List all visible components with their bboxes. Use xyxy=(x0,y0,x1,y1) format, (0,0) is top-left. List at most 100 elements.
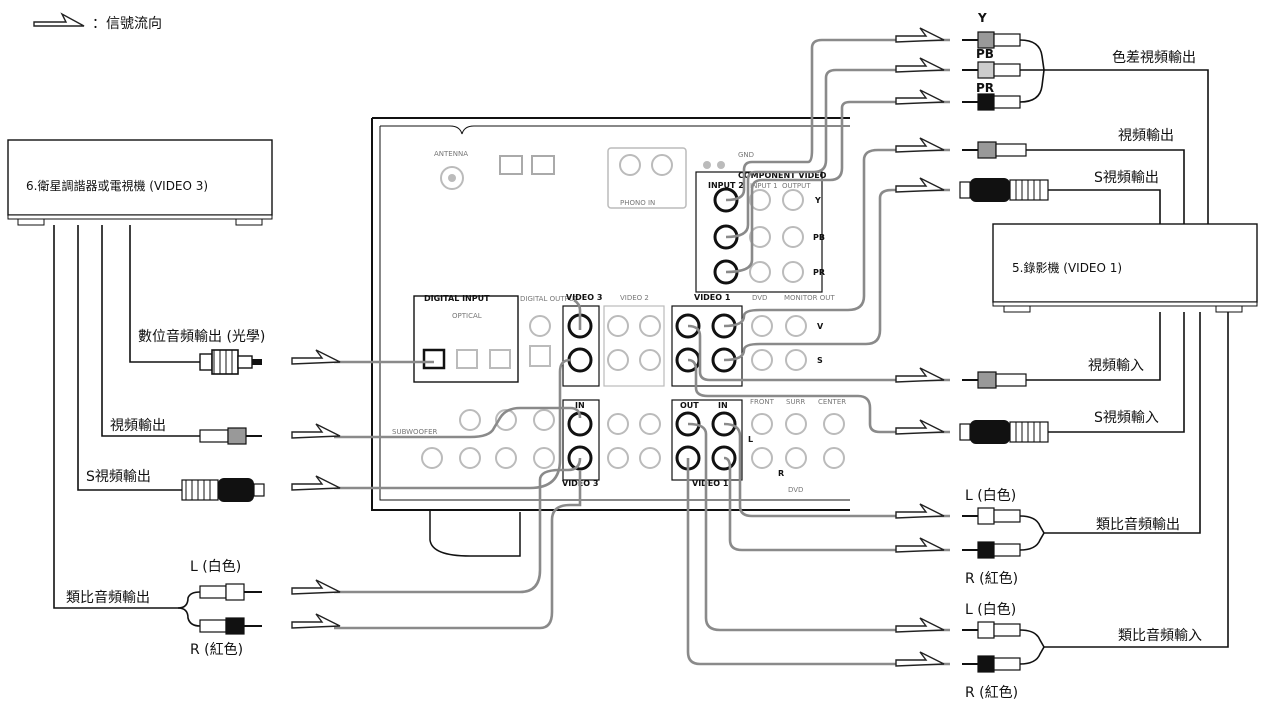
panel-label-monitor-out: MONITOR OUT xyxy=(784,294,835,302)
signal-arrow-icon xyxy=(291,423,341,439)
optical-plug-icon xyxy=(199,349,262,375)
panel-label-gnd: GND xyxy=(738,151,754,159)
signal-arrows xyxy=(291,27,945,667)
receiver-rear-panel: ANTENNA PHONO IN GND COMPONENT VIDEO INP… xyxy=(371,117,850,557)
rca-plug-icon xyxy=(962,371,1027,389)
rca-plug-icon xyxy=(199,427,262,445)
label-r-red-left: R (紅色) xyxy=(190,641,243,658)
rca-plug-white-icon xyxy=(199,583,262,601)
right-connectors xyxy=(959,31,1049,673)
right-device-wires xyxy=(1019,39,1229,665)
signal-arrow-icon xyxy=(895,367,945,383)
panel-label-input2: INPUT 2 xyxy=(708,181,744,190)
signal-arrow-icon xyxy=(895,503,945,519)
rca-plug-white-icon xyxy=(962,621,1021,639)
panel-label-l: L xyxy=(748,435,753,444)
panel-label-dvd-bottom: DVD xyxy=(788,486,803,494)
s-video-plug-icon xyxy=(959,420,1049,444)
signal-arrow-icon xyxy=(291,349,341,365)
label-component-out: 色差視頻輸出 xyxy=(1112,49,1196,66)
label-pr: PR xyxy=(976,81,994,95)
signal-arrow-icon xyxy=(33,12,85,27)
panel-label-component-video: COMPONENT VIDEO xyxy=(738,171,827,180)
signal-arrow-icon xyxy=(895,89,945,105)
signal-arrow-icon xyxy=(895,137,945,153)
panel-label-video2: VIDEO 2 xyxy=(620,294,649,302)
panel-label-surr: SURR xyxy=(786,398,805,406)
label-l-white-right-2: L (白色) xyxy=(965,601,1016,618)
rca-plug-red-icon xyxy=(962,655,1021,673)
panel-label-video1: VIDEO 1 xyxy=(694,293,731,302)
signal-arrow-icon xyxy=(291,579,341,595)
am-terminal xyxy=(499,155,523,175)
panel-label-pr: PR xyxy=(813,268,825,277)
left-device-wires xyxy=(53,225,201,627)
label-video-in-right: 視頻輸入 xyxy=(1088,358,1144,374)
s-video-plug-icon xyxy=(181,478,265,502)
rca-plug-red-icon xyxy=(962,541,1021,559)
legend: ：信號流向 xyxy=(33,12,162,32)
rca-plug-icon xyxy=(962,93,1021,111)
satellite-tuner-device: 6.衛星調諧器或電視機 (VIDEO 3) xyxy=(7,139,273,226)
panel-label-in: IN xyxy=(575,401,585,410)
rca-plug-white-icon xyxy=(962,507,1021,525)
panel-label-front: FRONT xyxy=(750,398,775,406)
rca-plug-icon xyxy=(962,31,1021,49)
panel-label-y: Y xyxy=(814,196,821,205)
label-s-video-out-right: S視頻輸出 xyxy=(1094,170,1159,186)
am-terminal xyxy=(531,155,555,175)
signal-arrow-icon xyxy=(895,651,945,667)
signal-cables xyxy=(334,38,950,666)
panel-label-optical: OPTICAL xyxy=(452,312,482,320)
label-video-out-left: 視頻輸出 xyxy=(110,418,166,434)
right-labels: Y PB PR 色差視頻輸出 視頻輸出 S視頻輸出 視頻輸入 S視頻輸入 L (… xyxy=(965,11,1202,701)
phono-r-jack xyxy=(619,154,641,176)
panel-label-v: V xyxy=(817,322,824,331)
panel-foot xyxy=(429,510,521,557)
label-s-video-out-left: S視頻輸出 xyxy=(86,469,151,485)
signal-arrow-icon xyxy=(895,27,945,43)
panel-label-subwoofer: SUBWOOFER xyxy=(392,428,438,436)
label-analog-audio-out-right: 類比音頻輸出 xyxy=(1096,516,1180,533)
panel-label-dvd: DVD xyxy=(752,294,767,302)
optical-input-1-port xyxy=(456,349,478,369)
rca-plug-red-icon xyxy=(199,617,262,635)
phono-l-jack xyxy=(651,154,673,176)
signal-arrow-icon xyxy=(895,537,945,553)
legend-text: ：信號流向 xyxy=(92,16,162,32)
label-r-red-right-1: R (紅色) xyxy=(965,570,1018,587)
panel-label-s: S xyxy=(817,356,823,365)
panel-label-video3: VIDEO 3 xyxy=(566,293,602,302)
panel-label-phono-in: PHONO IN xyxy=(620,199,655,207)
label-digital-audio-out: 數位音頻輸出 (光學) xyxy=(138,328,265,345)
signal-arrow-icon xyxy=(291,613,341,629)
signal-arrow-icon xyxy=(291,475,341,491)
panel-label-out: OUT xyxy=(680,401,699,410)
s-video-plug-icon xyxy=(959,178,1049,202)
panel-label-pb: PB xyxy=(813,233,825,242)
panel-body xyxy=(371,118,850,511)
label-r-red-right-2: R (紅色) xyxy=(965,684,1018,701)
signal-arrow-icon xyxy=(895,57,945,73)
vcr-device-label: 5.錄影機 (VIDEO 1) xyxy=(1012,260,1122,275)
vcr-device: 5.錄影機 (VIDEO 1) xyxy=(992,223,1258,313)
signal-arrow-icon xyxy=(895,419,945,435)
label-analog-audio-in-right: 類比音頻輸入 xyxy=(1118,627,1202,644)
label-analog-audio-out-left: 類比音頻輸出 xyxy=(66,589,150,606)
left-labels: 數位音頻輸出 (光學) 視頻輸出 S視頻輸出 L (白色) 類比音頻輸出 R (… xyxy=(66,328,265,658)
panel-label-r: R xyxy=(778,469,784,478)
label-y: Y xyxy=(977,11,987,25)
label-l-white-left: L (白色) xyxy=(190,558,241,575)
panel-label-video1-bottom: VIDEO 1 xyxy=(692,479,729,488)
rca-plug-icon xyxy=(962,61,1021,79)
optical-input-3-port xyxy=(422,348,446,370)
satellite-device-label: 6.衛星調諧器或電視機 (VIDEO 3) xyxy=(26,178,208,193)
label-s-video-in-right: S視頻輸入 xyxy=(1094,410,1159,426)
signal-arrow-icon xyxy=(895,617,945,633)
panel-label-antenna: ANTENNA xyxy=(434,150,468,158)
left-connectors xyxy=(181,349,265,635)
label-pb: PB xyxy=(976,47,994,61)
video3-s-in-jack xyxy=(567,347,593,373)
panel-label-digital-input: DIGITAL INPUT xyxy=(424,294,490,303)
